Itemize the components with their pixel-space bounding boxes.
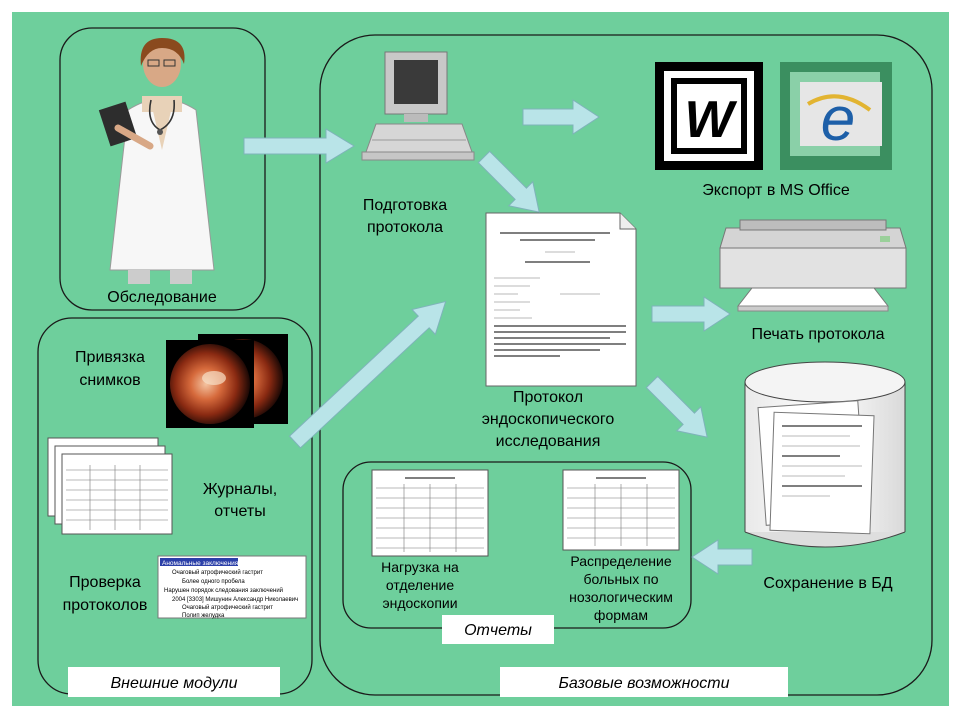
arrow-protocol-to-print — [651, 296, 731, 332]
arrow-exam-to-computer — [243, 128, 355, 164]
computer-icon — [361, 51, 475, 161]
examination-label: Обследование — [107, 289, 217, 306]
endoscopy-images — [166, 334, 288, 428]
journals-label-line2: отчеты — [214, 503, 265, 520]
protocol-check-tree: Аномальные заключения Очаговый атрофичес… — [157, 555, 307, 619]
arrow-computer-to-export — [522, 99, 600, 135]
reports-label-bg — [442, 615, 554, 644]
base-features-label: Базовые возможности — [558, 675, 729, 692]
print-protocol-label: Печать протокола — [752, 326, 885, 343]
patient-distribution-label-line3: нозологическим — [569, 589, 673, 605]
patient-distribution-label-line1: Распределение — [570, 553, 672, 569]
protocol-check-label-line1: Проверка — [69, 574, 141, 591]
journals-label-line1: Журналы, — [203, 481, 277, 498]
reports-label: Отчеты — [464, 622, 532, 639]
flow-arrows — [243, 99, 753, 575]
report-load-sheet — [371, 469, 489, 557]
tree-item-2: Очаговый атрофический гастрит — [172, 569, 263, 576]
arrow-computer-to-protocol — [477, 150, 540, 213]
database-icon — [744, 361, 906, 548]
word-glyph: W — [684, 91, 737, 149]
endoscopy-protocol-label-line1: Протокол — [513, 389, 583, 406]
examination-group — [59, 27, 266, 311]
patient-distribution-label-line2: больных по — [583, 571, 658, 587]
base-features-label-bg — [500, 667, 788, 697]
internet-explorer-icon: e — [780, 62, 892, 170]
tree-item-7: Полип желудка — [182, 613, 225, 619]
protocol-prep-label-line2: протокола — [367, 219, 443, 236]
protocol-prep-label-line1: Подготовка — [363, 197, 447, 214]
image-binding-label-line1: Привязка — [75, 349, 145, 366]
endoscopy-protocol-label-line2: эндоскопического — [482, 411, 615, 428]
endoscopy-protocol-label-line3: исследования — [496, 433, 601, 450]
protocol-document — [485, 212, 637, 387]
tree-item-5: 2004 [3303] Мишунин Александр Николаевич — [172, 597, 298, 603]
tree-item-3: Более одного пробела — [182, 579, 245, 585]
load-department-label-line2: отделение — [386, 577, 454, 593]
arrow-db-to-reports — [691, 539, 753, 575]
arrow-protocol-to-db — [645, 375, 708, 438]
printer-icon — [719, 219, 907, 312]
tree-item-4: Нарушен порядок следования заключений — [164, 587, 283, 594]
tree-item-6: Очаговый атрофический гастрит — [182, 604, 273, 611]
journal-sheets — [47, 437, 173, 535]
protocol-check-label-line2: протоколов — [63, 597, 148, 614]
report-distribution-sheet — [562, 469, 680, 551]
word-icon: W — [655, 62, 763, 170]
doctor-icon — [98, 38, 215, 284]
save-db-label: Сохранение в БД — [763, 575, 892, 592]
external-modules-label: Внешние модули — [111, 675, 238, 692]
patient-distribution-label-line4: формам — [594, 607, 648, 623]
tree-item-1: Аномальные заключения — [162, 560, 239, 567]
arrow-modules-to-protocol — [288, 300, 447, 449]
load-department-label-line1: Нагрузка на — [381, 559, 459, 575]
image-binding-label-line2: снимков — [79, 372, 140, 389]
load-department-label-line3: эндоскопии — [382, 595, 457, 611]
export-ms-office-label: Экспорт в MS Office — [702, 182, 850, 199]
external-modules-label-bg — [68, 667, 280, 697]
